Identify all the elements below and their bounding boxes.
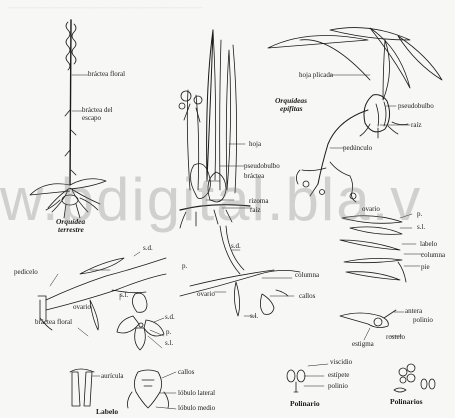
label-callos-bottom: callos [178, 368, 194, 376]
label-sl-right: s.l. [417, 223, 425, 231]
label-estigma: estigma [352, 340, 374, 348]
label-viscidio: viscidio [330, 358, 352, 366]
flower-front-drawing [117, 293, 164, 350]
label-antera: antera [405, 307, 422, 315]
label-estipete: estípete [328, 371, 349, 379]
label-sd-left: s.d. [143, 244, 153, 252]
label-sd-mid: s.d. [231, 242, 241, 250]
label-pie: pie [421, 263, 430, 271]
label-sl-left: s.l. [120, 291, 128, 299]
pollinarium-drawing [287, 370, 305, 392]
label-raiz-right: raíz [411, 121, 422, 129]
label-pseudobulbo-mid: pseudobulbo [244, 162, 280, 170]
label-bractea-mid: bráctea [244, 172, 264, 180]
label-raiz-mid: raíz [250, 206, 261, 214]
label-hoja: hoja [249, 140, 261, 148]
label-pedunculo: pedúnculo [343, 144, 372, 152]
label-rostelo: rostelo [386, 333, 405, 341]
label-lobulo-medio: lóbulo medio [178, 404, 215, 412]
label-rizoma: rizoma [249, 197, 268, 205]
flower-side-mid-drawing [180, 226, 300, 316]
label-bractea-floral-bottom: bráctea floral [35, 318, 72, 326]
label-orquideas-epifitas-line2: epífitas [280, 105, 303, 113]
label-bractea-floral-top: bráctea floral [88, 70, 125, 78]
column-detail-drawing [340, 310, 396, 328]
label-sl-mid: s.l. [250, 312, 258, 320]
label-polinarios: Polinarios [390, 398, 423, 406]
label-auricula: aurícula [101, 372, 124, 380]
label-labelo: labelo [420, 240, 437, 248]
label-sd-flower: s.d. [165, 313, 175, 321]
label-ovario-right: ovario [362, 205, 380, 213]
label-ovario-mid: ovario [197, 290, 215, 298]
label-callos-mid: callos [299, 292, 315, 300]
label-labelo-bottom: Labelo [96, 408, 118, 416]
pollinaria-drawing [394, 364, 435, 392]
label-polinio-bottom: polinio [328, 382, 348, 390]
label-hoja-plicada: hoja plicada [299, 71, 333, 79]
label-columna-mid: columna [295, 271, 319, 279]
label-lobulo-lateral: lóbulo lateral [178, 389, 215, 397]
label-ovario-left: ovario [73, 303, 91, 311]
label-p-flower: p. [166, 328, 171, 336]
label-sl-flower: s.l. [165, 339, 173, 347]
label-pseudobulbo-right: pseudobulbo [398, 102, 434, 110]
label-bractea-escapo-line2: escapo [82, 114, 101, 122]
label-columna-right: columna [421, 251, 445, 259]
label-pedicelo: pedicelo [14, 268, 38, 276]
label-p-right: p. [417, 210, 422, 218]
label-polinio-top: polinio [413, 316, 433, 324]
label-p-left: p. [182, 262, 187, 270]
label-orquidea-terrestre-line2: terrestre [58, 226, 84, 234]
label-polinario: Polinario [290, 400, 320, 408]
label-bractea-escapo-line1: bráctea del [82, 106, 113, 114]
